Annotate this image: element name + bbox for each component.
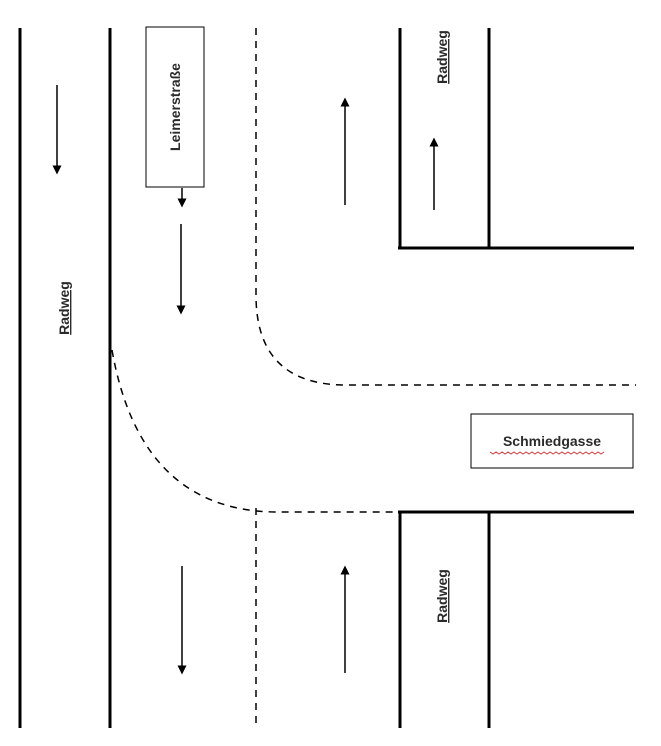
main-street-label-box (145, 26, 205, 188)
top-right-bike-lane-label: Radweg (434, 30, 450, 84)
center-dashed-line-top (255, 28, 636, 386)
side-street-spellcheck-underline (489, 451, 605, 455)
main-street-label: Leimerstraße (167, 63, 183, 151)
turn-dashed-curve (111, 349, 400, 513)
side-street-label-box (470, 413, 634, 469)
side-street-label: Schmiedgasse (503, 433, 601, 449)
bottom-right-bike-lane-label: Radweg (434, 569, 450, 623)
left-bike-lane-label: Radweg (56, 281, 72, 335)
